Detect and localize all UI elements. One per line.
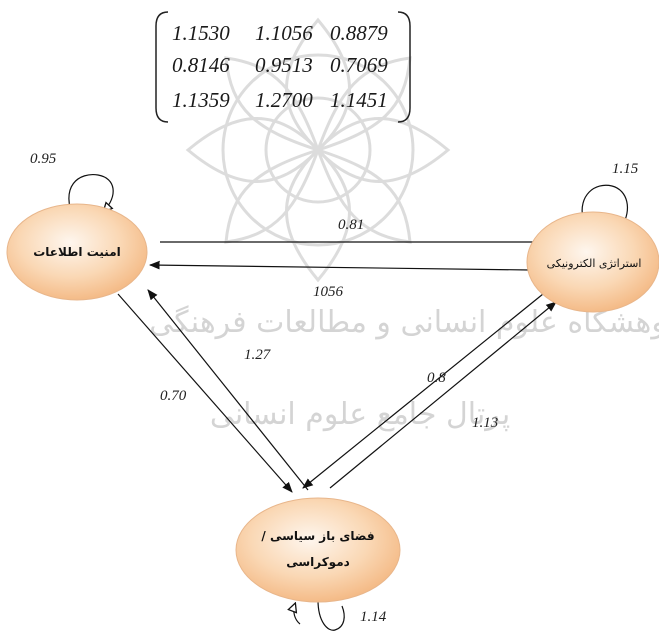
node-security-label: امنیت اطلاعات xyxy=(33,245,121,259)
node-security: امنیت اطلاعات xyxy=(6,203,148,301)
matrix-cell: 1.1056 xyxy=(255,21,313,45)
edge-label-self-security: 0.95 xyxy=(30,151,57,167)
matrix-cell: 1.1451 xyxy=(330,88,388,112)
matrix-cell: 0.9513 xyxy=(255,53,313,77)
edge-label-space-to-security: 1.27 xyxy=(244,347,272,363)
matrix-right-bracket xyxy=(397,11,411,123)
edge-space-to-strategy xyxy=(329,301,557,489)
node-space-shape xyxy=(235,497,401,603)
matrix-cell: 0.8879 xyxy=(330,21,388,45)
matrix-cell: 1.1359 xyxy=(172,88,230,112)
edge-label-self-space: 1.14 xyxy=(360,609,387,625)
node-strategy: استراتژی الکترونیکی xyxy=(526,211,659,313)
watermark-text-line1: پژوهشگاه علوم انسانی و مطالعات فرهنگی xyxy=(149,305,659,340)
edge-label-security-to-strategy: 0.81 xyxy=(338,217,364,233)
watermark-text-line2: پرتال جامع علوم انسانی xyxy=(210,397,510,432)
edge-security-to-space xyxy=(117,293,293,493)
edge-label-strategy-to-security: 1056 xyxy=(313,284,344,300)
edge-strategy-to-space xyxy=(302,293,544,489)
coefficient-matrix: 1.1530 1.1056 0.8879 0.8146 0.9513 0.706… xyxy=(155,11,411,123)
node-space-label-line2: دموکراسی xyxy=(286,555,350,570)
node-security-shape xyxy=(6,203,148,301)
node-space-label-line1: فضای باز سیاسی / xyxy=(261,529,374,543)
matrix-cell: 0.7069 xyxy=(330,53,388,77)
node-strategy-label: استراتژی الکترونیکی xyxy=(547,257,642,270)
edge-space-to-security xyxy=(147,289,309,491)
self-loop-space-arrow xyxy=(294,604,301,625)
edge-label-self-strategy: 1.15 xyxy=(612,161,639,177)
matrix-cell: 1.2700 xyxy=(255,88,313,112)
edge-label-space-to-strategy: 0.8 xyxy=(427,370,446,386)
matrix-left-bracket xyxy=(155,11,169,123)
edge-label-security-to-space: 0.70 xyxy=(160,388,187,404)
watermark-emblem xyxy=(185,17,451,283)
matrix-cell: 1.1530 xyxy=(172,21,230,45)
matrix-cell: 0.8146 xyxy=(172,53,230,77)
self-loop-security xyxy=(68,173,114,223)
edge-label-strategy-to-space: 1.13 xyxy=(472,415,498,431)
node-space: فضای باز سیاسی / دموکراسی xyxy=(235,497,401,603)
edge-strategy-to-security xyxy=(148,260,531,271)
self-loop-space xyxy=(317,599,345,631)
node-strategy-shape xyxy=(526,211,659,313)
self-loop-strategy xyxy=(581,184,629,227)
